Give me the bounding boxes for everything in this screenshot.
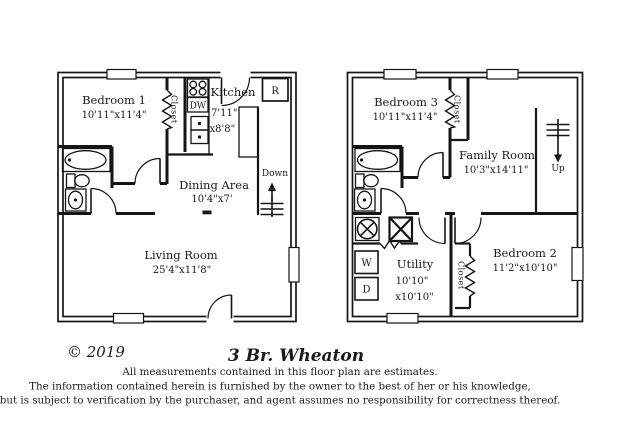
stair-break-ticks [260, 202, 284, 216]
door-arc [221, 77, 251, 107]
stairs-down: Down [260, 169, 288, 217]
window [112, 312, 145, 324]
exterior-wall-inner [351, 76, 579, 318]
door-gap [220, 70, 251, 80]
door-gap [206, 313, 234, 324]
stairs-down-label: Down [262, 169, 288, 179]
bedroom2-label: Bedroom 2 [493, 246, 557, 260]
door-arc [134, 157, 161, 184]
utility-dim1: 10'10" [396, 276, 429, 287]
bathroom-sink-icon [64, 188, 87, 212]
exterior-wall-outer [346, 71, 584, 323]
washer-label: W [361, 258, 372, 269]
stove-icon [186, 78, 209, 98]
family-room-dims: 10'3"x14'11" [464, 165, 529, 176]
bedroom1-dims: 10'11"x11'4" [82, 110, 147, 121]
door-arc [380, 187, 407, 214]
utility-dim2: x10'10" [395, 292, 433, 303]
kitchen-counter [185, 77, 210, 155]
bathroom-2 [352, 145, 407, 214]
door-arc [207, 294, 232, 319]
bedroom1-label: Bedroom 1 [82, 93, 146, 107]
refrigerator-icon: R [261, 77, 289, 102]
bathtub-icon [61, 147, 111, 173]
bedroom2-closet [455, 242, 476, 310]
stair-break-ticks [546, 123, 570, 137]
bedroom3-label: Bedroom 3 [374, 95, 438, 109]
wall-stub [202, 210, 212, 215]
window [288, 246, 300, 283]
disclaimer-line1: All measurements contained in this floor… [121, 366, 437, 378]
closet-zigzag [161, 89, 174, 130]
kitchen-label: Kitchen [211, 85, 257, 99]
door-arc [418, 217, 446, 245]
closet-zigzag [444, 89, 457, 129]
kitchen-sink-icon [190, 115, 209, 145]
exterior-wall-outer [57, 71, 297, 323]
kitchen-dim2: x8'8" [210, 124, 236, 135]
dryer-label: D [362, 285, 370, 296]
disclaimer-line2: The information contained herein is furn… [29, 381, 531, 393]
second-floor-plan: W D Up Bedroom 3 10'11"x11'4" Closet Fa [346, 68, 584, 324]
exterior-wall-inner [62, 76, 292, 318]
living-dims: 25'4"x11'8" [153, 265, 212, 276]
window [383, 68, 417, 80]
dining-dims: 10'4"x7' [191, 194, 232, 205]
window [486, 68, 519, 80]
bathtub-icon [354, 147, 401, 173]
refrigerator-label: R [271, 86, 279, 97]
toilet-icon [65, 173, 90, 189]
bathroom-1 [58, 145, 117, 214]
dryer-icon: D [354, 276, 379, 301]
closet-zigzag [464, 255, 476, 297]
copyright: © 2019 [67, 343, 125, 361]
door-arc [454, 217, 482, 245]
window [106, 68, 137, 80]
bedroom2-dims: 11'2"x10'10" [493, 263, 558, 274]
utility-label: Utility [397, 257, 434, 271]
dishwasher-label: DW [190, 102, 207, 112]
closet-label: Closet [170, 95, 179, 124]
living-label: Living Room [144, 248, 217, 262]
stair-arrow-icon [268, 182, 276, 191]
washer-icon: W [354, 250, 379, 275]
dining-label: Dining Area [179, 178, 249, 192]
kitchen-dim1: 7'11" [211, 108, 237, 119]
door-arc [417, 151, 444, 178]
closet-label: Closet [453, 95, 462, 124]
family-room-label: Family Room [459, 148, 535, 162]
door-arc [90, 187, 117, 214]
closet-label: Closet [457, 261, 466, 290]
footer: © 2019 3 Br. Wheaton All measurements co… [0, 343, 560, 407]
stairs-up-label: Up [551, 164, 565, 174]
first-floor-plan: DW R [57, 68, 300, 324]
bathroom-sink-icon [353, 188, 376, 212]
fan-icon [354, 216, 380, 242]
plan-title: 3 Br. Wheaton [228, 346, 364, 366]
dishwasher-icon: DW [186, 96, 209, 113]
disclaimer-line3: but is subject to verification by the pu… [0, 395, 560, 407]
stairs-up: Up [546, 119, 570, 174]
furnace-icon [388, 216, 414, 243]
pantry-cabinet [238, 106, 259, 158]
bedroom3-dims: 10'11"x11'4" [373, 112, 438, 123]
window [386, 312, 419, 324]
stair-arrow-icon [554, 154, 562, 163]
toilet-icon [354, 173, 379, 189]
window [571, 246, 584, 282]
